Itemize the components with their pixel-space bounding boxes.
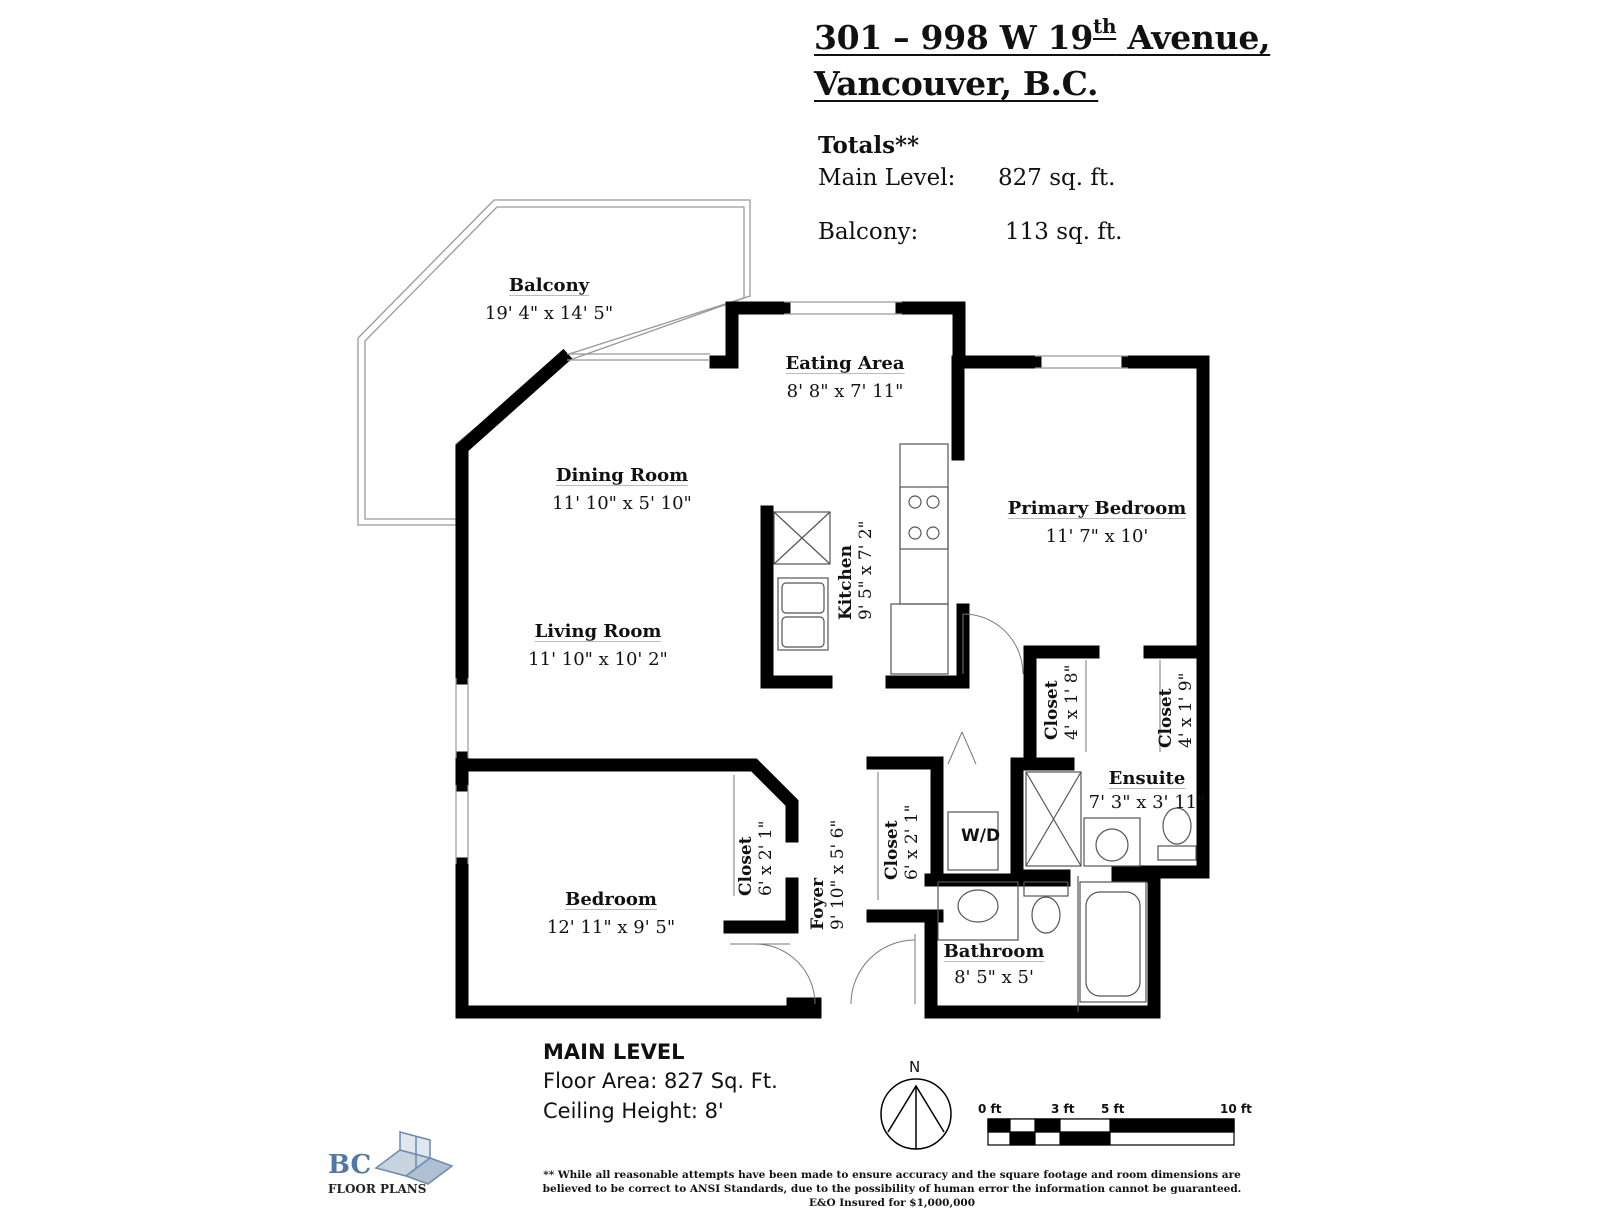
eating-area-name: Eating Area bbox=[785, 353, 905, 374]
windows bbox=[455, 301, 1128, 864]
totals-main-value: 827 sq. ft. bbox=[998, 165, 1116, 191]
ensuite-dims: 7' 3" x 3' 11" bbox=[1088, 792, 1206, 813]
scale-label-5: 5 ft bbox=[1101, 1102, 1125, 1116]
bathroom-name: Bathroom bbox=[943, 941, 1045, 962]
logo-mark: BC bbox=[328, 1150, 372, 1180]
dining-room-name: Dining Room bbox=[555, 465, 689, 486]
ensuite-name: Ensuite bbox=[1108, 768, 1186, 789]
totals-balcony-value: 113 sq. ft. bbox=[1005, 219, 1123, 245]
bedroom-name: Bedroom bbox=[565, 889, 657, 910]
level-heading: MAIN LEVEL bbox=[543, 1040, 685, 1064]
kitchen-fixtures bbox=[773, 443, 949, 675]
bedroom-dims: 12' 11" x 9' 5" bbox=[546, 917, 676, 938]
compass-rose bbox=[880, 1078, 952, 1150]
address-line-1: 301 – 998 W 19th Avenue, bbox=[814, 14, 1271, 57]
scale-bar-graphic bbox=[987, 1118, 1235, 1146]
bathroom-dims: 8' 5" x 5' bbox=[954, 967, 1034, 988]
eating-area-dims: 8' 8" x 7' 11" bbox=[786, 381, 904, 402]
bath-fixtures bbox=[937, 771, 1197, 1012]
ceiling-height-text: Ceiling Height: 8' bbox=[543, 1099, 724, 1123]
door-swings bbox=[730, 613, 1161, 1005]
scale-label-0: 0 ft bbox=[978, 1102, 1002, 1116]
floor-area-text: Floor Area: 827 Sq. Ft. bbox=[543, 1069, 778, 1093]
disclaimer: ** While all reasonable attempts have be… bbox=[542, 1169, 1242, 1209]
compass-north-label: N bbox=[909, 1058, 921, 1076]
scale-label-3: 3 ft bbox=[1051, 1102, 1075, 1116]
totals-heading: Totals** bbox=[818, 132, 920, 159]
primary-bedroom-dims: 11' 7" x 10' bbox=[1045, 526, 1149, 547]
washer-dryer-label: W/D bbox=[961, 826, 1001, 846]
balcony-name: Balcony bbox=[508, 275, 590, 296]
living-room-dims: 11' 10" x 10' 2" bbox=[528, 649, 668, 670]
logo-text: FLOOR PLANS bbox=[328, 1182, 427, 1196]
walls bbox=[455, 301, 1210, 1019]
logo-graphic bbox=[374, 1131, 454, 1185]
address-line-2: Vancouver, B.C. bbox=[814, 64, 1099, 103]
scale-label-10: 10 ft bbox=[1220, 1102, 1252, 1116]
living-room-name: Living Room bbox=[534, 621, 662, 642]
dining-room-dims: 11' 10" x 5' 10" bbox=[552, 493, 692, 514]
totals-balcony-label: Balcony: bbox=[818, 219, 919, 245]
balcony-dims: 19' 4" x 14' 5" bbox=[484, 303, 614, 324]
primary-bedroom-name: Primary Bedroom bbox=[1007, 498, 1187, 519]
totals-main-label: Main Level: bbox=[818, 165, 956, 191]
